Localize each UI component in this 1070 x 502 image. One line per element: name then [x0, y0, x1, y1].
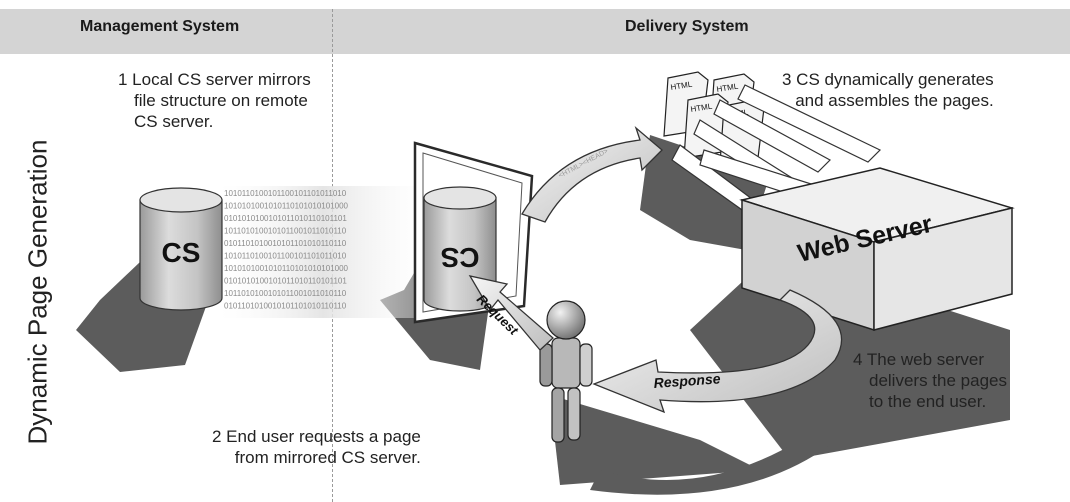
binary-data-band: 1010110100101100101101011010 101010100101…: [218, 186, 428, 318]
side-title: Dynamic Page Generation: [22, 139, 53, 445]
binary-line: 1010101001010110101010101000: [224, 264, 349, 273]
step-2-caption: 2 End user requests a page from mirrored…: [212, 426, 421, 468]
html-document-label: HTML: [690, 102, 713, 114]
step-2-line: from mirrored CS server.: [234, 448, 421, 467]
binary-line: 0101101010010101101010110110: [224, 302, 347, 311]
step-3-caption: 3 CS dynamically generates and assembles…: [782, 69, 994, 111]
ground-shadows: [76, 135, 1010, 495]
remote-cs-label: CS: [441, 242, 480, 273]
step-4-line: 4 The web server: [853, 350, 985, 369]
html-document-label: HTML: [670, 80, 693, 92]
html-document-label: HTML: [716, 82, 739, 94]
binary-line: 0101010100101011010110101101: [224, 214, 347, 223]
management-system-header: Management System: [80, 18, 240, 35]
step-4-caption: 4 The web server delivers the pages to t…: [853, 349, 1007, 412]
response-label: Response: [653, 370, 721, 391]
binary-line: 1011010100101011001011010110: [224, 289, 347, 298]
binary-line: 1010110100101100101101011010: [224, 252, 347, 261]
step-1-line: 1 Local CS server mirrors: [118, 70, 311, 89]
header-band: Management System Delivery System: [0, 9, 1070, 54]
step-1-line: CS server.: [134, 112, 214, 131]
step-1-line: file structure on remote: [134, 91, 308, 110]
binary-line: 1010110100101100101101011010: [224, 189, 347, 198]
step-4-line: to the end user.: [869, 392, 987, 411]
binary-stream: 1010110100101100101101011010 101010100101…: [224, 189, 349, 311]
binary-line: 1011010100101011001011010110: [224, 227, 347, 236]
web-server: Web Server: [739, 167, 1015, 332]
assembly-beams: [671, 84, 882, 213]
binary-line: 0101101010010101101010110110: [224, 239, 347, 248]
local-cs-label: CS: [162, 237, 201, 268]
end-user-figure: [539, 300, 593, 443]
step-2-line: 2 End user requests a page: [212, 427, 421, 446]
step-3-line: 3 CS dynamically generates: [782, 70, 994, 89]
delivery-system-header: Delivery System: [625, 18, 749, 35]
local-cs-server: CS: [139, 187, 223, 311]
response-arrow: Response: [592, 289, 843, 414]
step-3-line: and assembles the pages.: [795, 91, 994, 110]
step-4-line: delivers the pages: [869, 371, 1007, 390]
binary-line: 1010101001010110101010101000: [224, 202, 349, 211]
step-1-caption: 1 Local CS server mirrors file structure…: [118, 69, 311, 132]
binary-line: 0101010100101011010110101101: [224, 277, 347, 286]
